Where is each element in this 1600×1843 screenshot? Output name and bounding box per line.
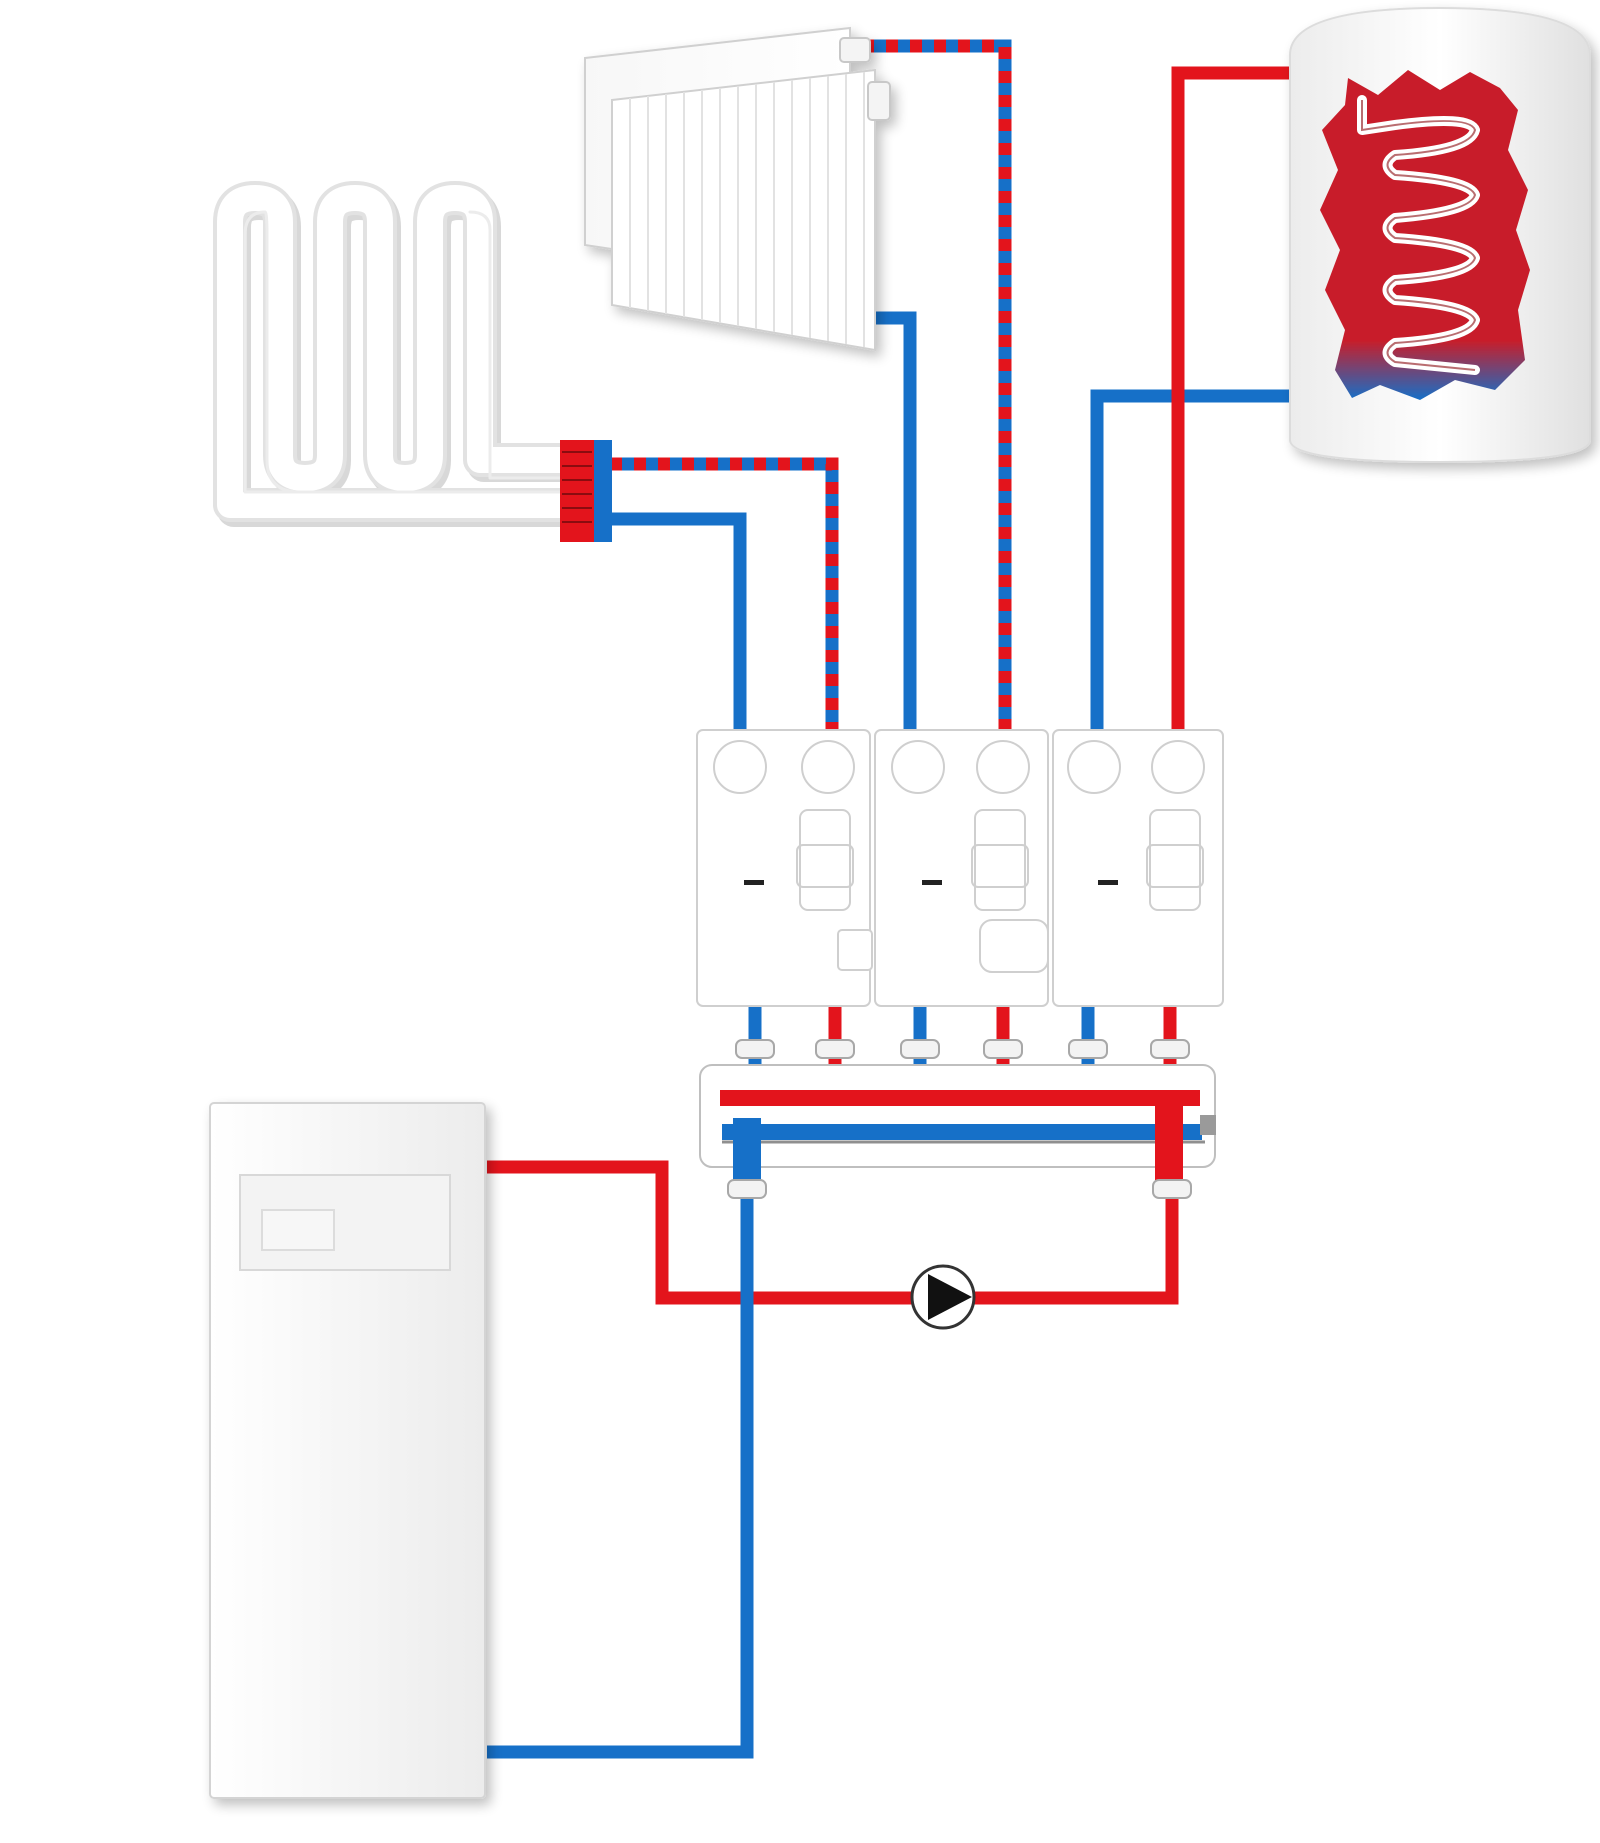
boiler-flow-pipe xyxy=(487,1160,1179,1305)
pump-station-1 xyxy=(696,729,873,1007)
underfloor-coil-inner-3 xyxy=(468,210,562,480)
distribution-manifold xyxy=(699,1039,1216,1199)
station-2-gauge-left xyxy=(891,740,945,794)
radiator-flow-pipe-stripes xyxy=(862,39,1012,730)
panel-radiator xyxy=(584,26,891,352)
radiator-fins xyxy=(629,72,865,347)
underfloor-flow-pipe-stripes xyxy=(610,457,839,730)
pump-station-3 xyxy=(1052,729,1224,1007)
boiler xyxy=(209,1102,486,1799)
station-1-gauge-right xyxy=(801,740,855,794)
underfloor-flow-pipe xyxy=(610,457,839,730)
underfloor-manifold xyxy=(560,440,612,542)
manifold-return-bar xyxy=(722,1124,1202,1140)
pump-stations xyxy=(696,729,1224,1007)
hot-water-cylinder xyxy=(1289,6,1591,464)
pump-station-2 xyxy=(874,729,1049,1007)
radiator-valve-top xyxy=(839,37,871,63)
station-2-indicator xyxy=(922,880,942,885)
station-3-pump-head xyxy=(1149,809,1201,911)
station-1-indicator xyxy=(744,880,764,885)
station-2-valve-body xyxy=(971,844,1029,888)
underfloor-manifold-red-bar xyxy=(560,440,594,542)
manifold-return-outlet xyxy=(733,1118,761,1185)
station-1-pump-head xyxy=(799,809,851,911)
radiator-flow-pipe xyxy=(862,39,1012,730)
manifold-endcap xyxy=(1200,1115,1216,1135)
pump-arrow-icon xyxy=(928,1274,972,1320)
boiler-body xyxy=(209,1102,486,1799)
cylinder-heat-coil-edge xyxy=(1361,100,1477,371)
radiator-front-panel xyxy=(611,68,876,352)
underfloor-coil-inner-2 xyxy=(243,210,562,494)
station-1-valve-body xyxy=(796,844,854,888)
manifold-flow-bar xyxy=(720,1090,1200,1106)
radiator-return-pipe xyxy=(865,311,917,730)
station-2-gauge-right xyxy=(976,740,1030,794)
underfloor-return-pipe xyxy=(610,512,747,730)
cylinder-return-pipe xyxy=(1090,389,1290,730)
station-3-gauge-right xyxy=(1151,740,1205,794)
station-1-gauge-left xyxy=(713,740,767,794)
underfloor-coil-inner xyxy=(217,185,573,518)
manifold-couplings xyxy=(727,1039,1192,1199)
station-3-indicator xyxy=(1098,880,1118,885)
station-1-actuator xyxy=(837,929,873,971)
station-3-valve-body xyxy=(1146,844,1204,888)
circulation-pump xyxy=(910,1264,976,1330)
station-3-gauge-left xyxy=(1067,740,1121,794)
manifold-frame xyxy=(699,1064,1216,1168)
underfloor-heating-loop xyxy=(213,181,581,527)
boiler-badge xyxy=(261,1209,335,1251)
radiator-valve-side xyxy=(867,81,891,121)
station-2-actuator xyxy=(979,919,1049,973)
cylinder-flow-pipe xyxy=(1171,66,1290,730)
boiler-return-pipe xyxy=(487,1180,754,1759)
underfloor-manifold-blue-bar xyxy=(594,440,612,542)
manifold-flow-outlet xyxy=(1155,1100,1183,1185)
station-2-pump-head xyxy=(974,809,1026,911)
